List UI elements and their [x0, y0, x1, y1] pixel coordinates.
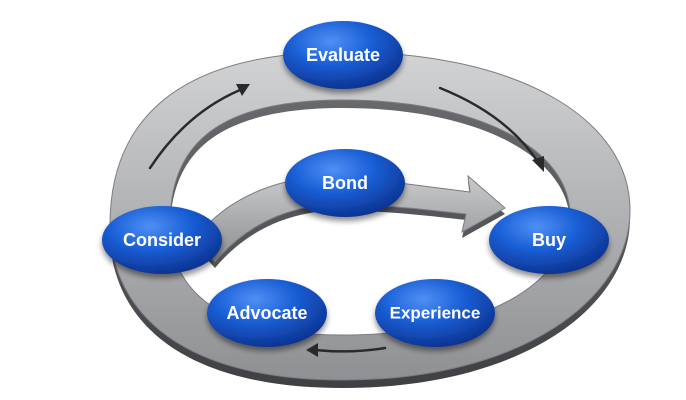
node-buy: Buy	[489, 206, 609, 274]
arrow-head-experience-to-advocate	[306, 343, 318, 357]
arrow-experience-to-advocate	[313, 346, 387, 353]
node-bond: Bond	[285, 149, 405, 217]
node-evaluate-label: Evaluate	[306, 45, 380, 65]
node-advocate: Advocate	[207, 279, 327, 347]
node-advocate-label: Advocate	[226, 303, 307, 323]
arrow-consider-to-evaluate	[148, 88, 242, 170]
node-consider: Consider	[102, 206, 222, 274]
node-evaluate: Evaluate	[283, 21, 403, 89]
node-buy-label: Buy	[532, 230, 566, 250]
node-experience-label: Experience	[390, 303, 481, 322]
arrow-head-evaluate-to-buy	[532, 156, 544, 172]
outer-ring	[109, 51, 631, 388]
arrow-evaluate-to-buy	[438, 86, 540, 164]
node-experience: Experience	[375, 279, 495, 347]
arrow-head-consider-to-evaluate	[236, 84, 250, 96]
node-bond-label: Bond	[322, 173, 368, 193]
node-consider-label: Consider	[123, 230, 201, 250]
ring-arrows	[148, 84, 544, 357]
